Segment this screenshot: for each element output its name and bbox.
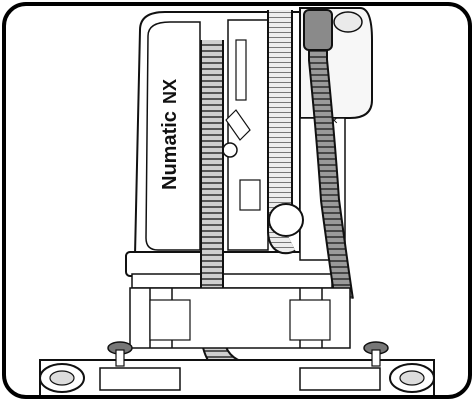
model-mark: NX [160,79,180,104]
right-wheel-icon [389,363,435,393]
tank-mark: ✕ [330,116,338,127]
squeegee-base [39,359,435,397]
left-wheel-icon [39,363,85,393]
brand-logo: Numatic NX [159,79,181,190]
knob-icon [222,142,238,158]
brand-text: Numatic [159,111,181,190]
hose-connector [303,9,333,51]
center-mechanism [222,19,269,251]
hose-elbow [268,203,304,237]
left-knob-icon [107,341,133,367]
machine-drawing: Numatic NX ✕ [39,7,435,397]
chassis [129,287,351,349]
right-knob-icon [363,341,389,367]
